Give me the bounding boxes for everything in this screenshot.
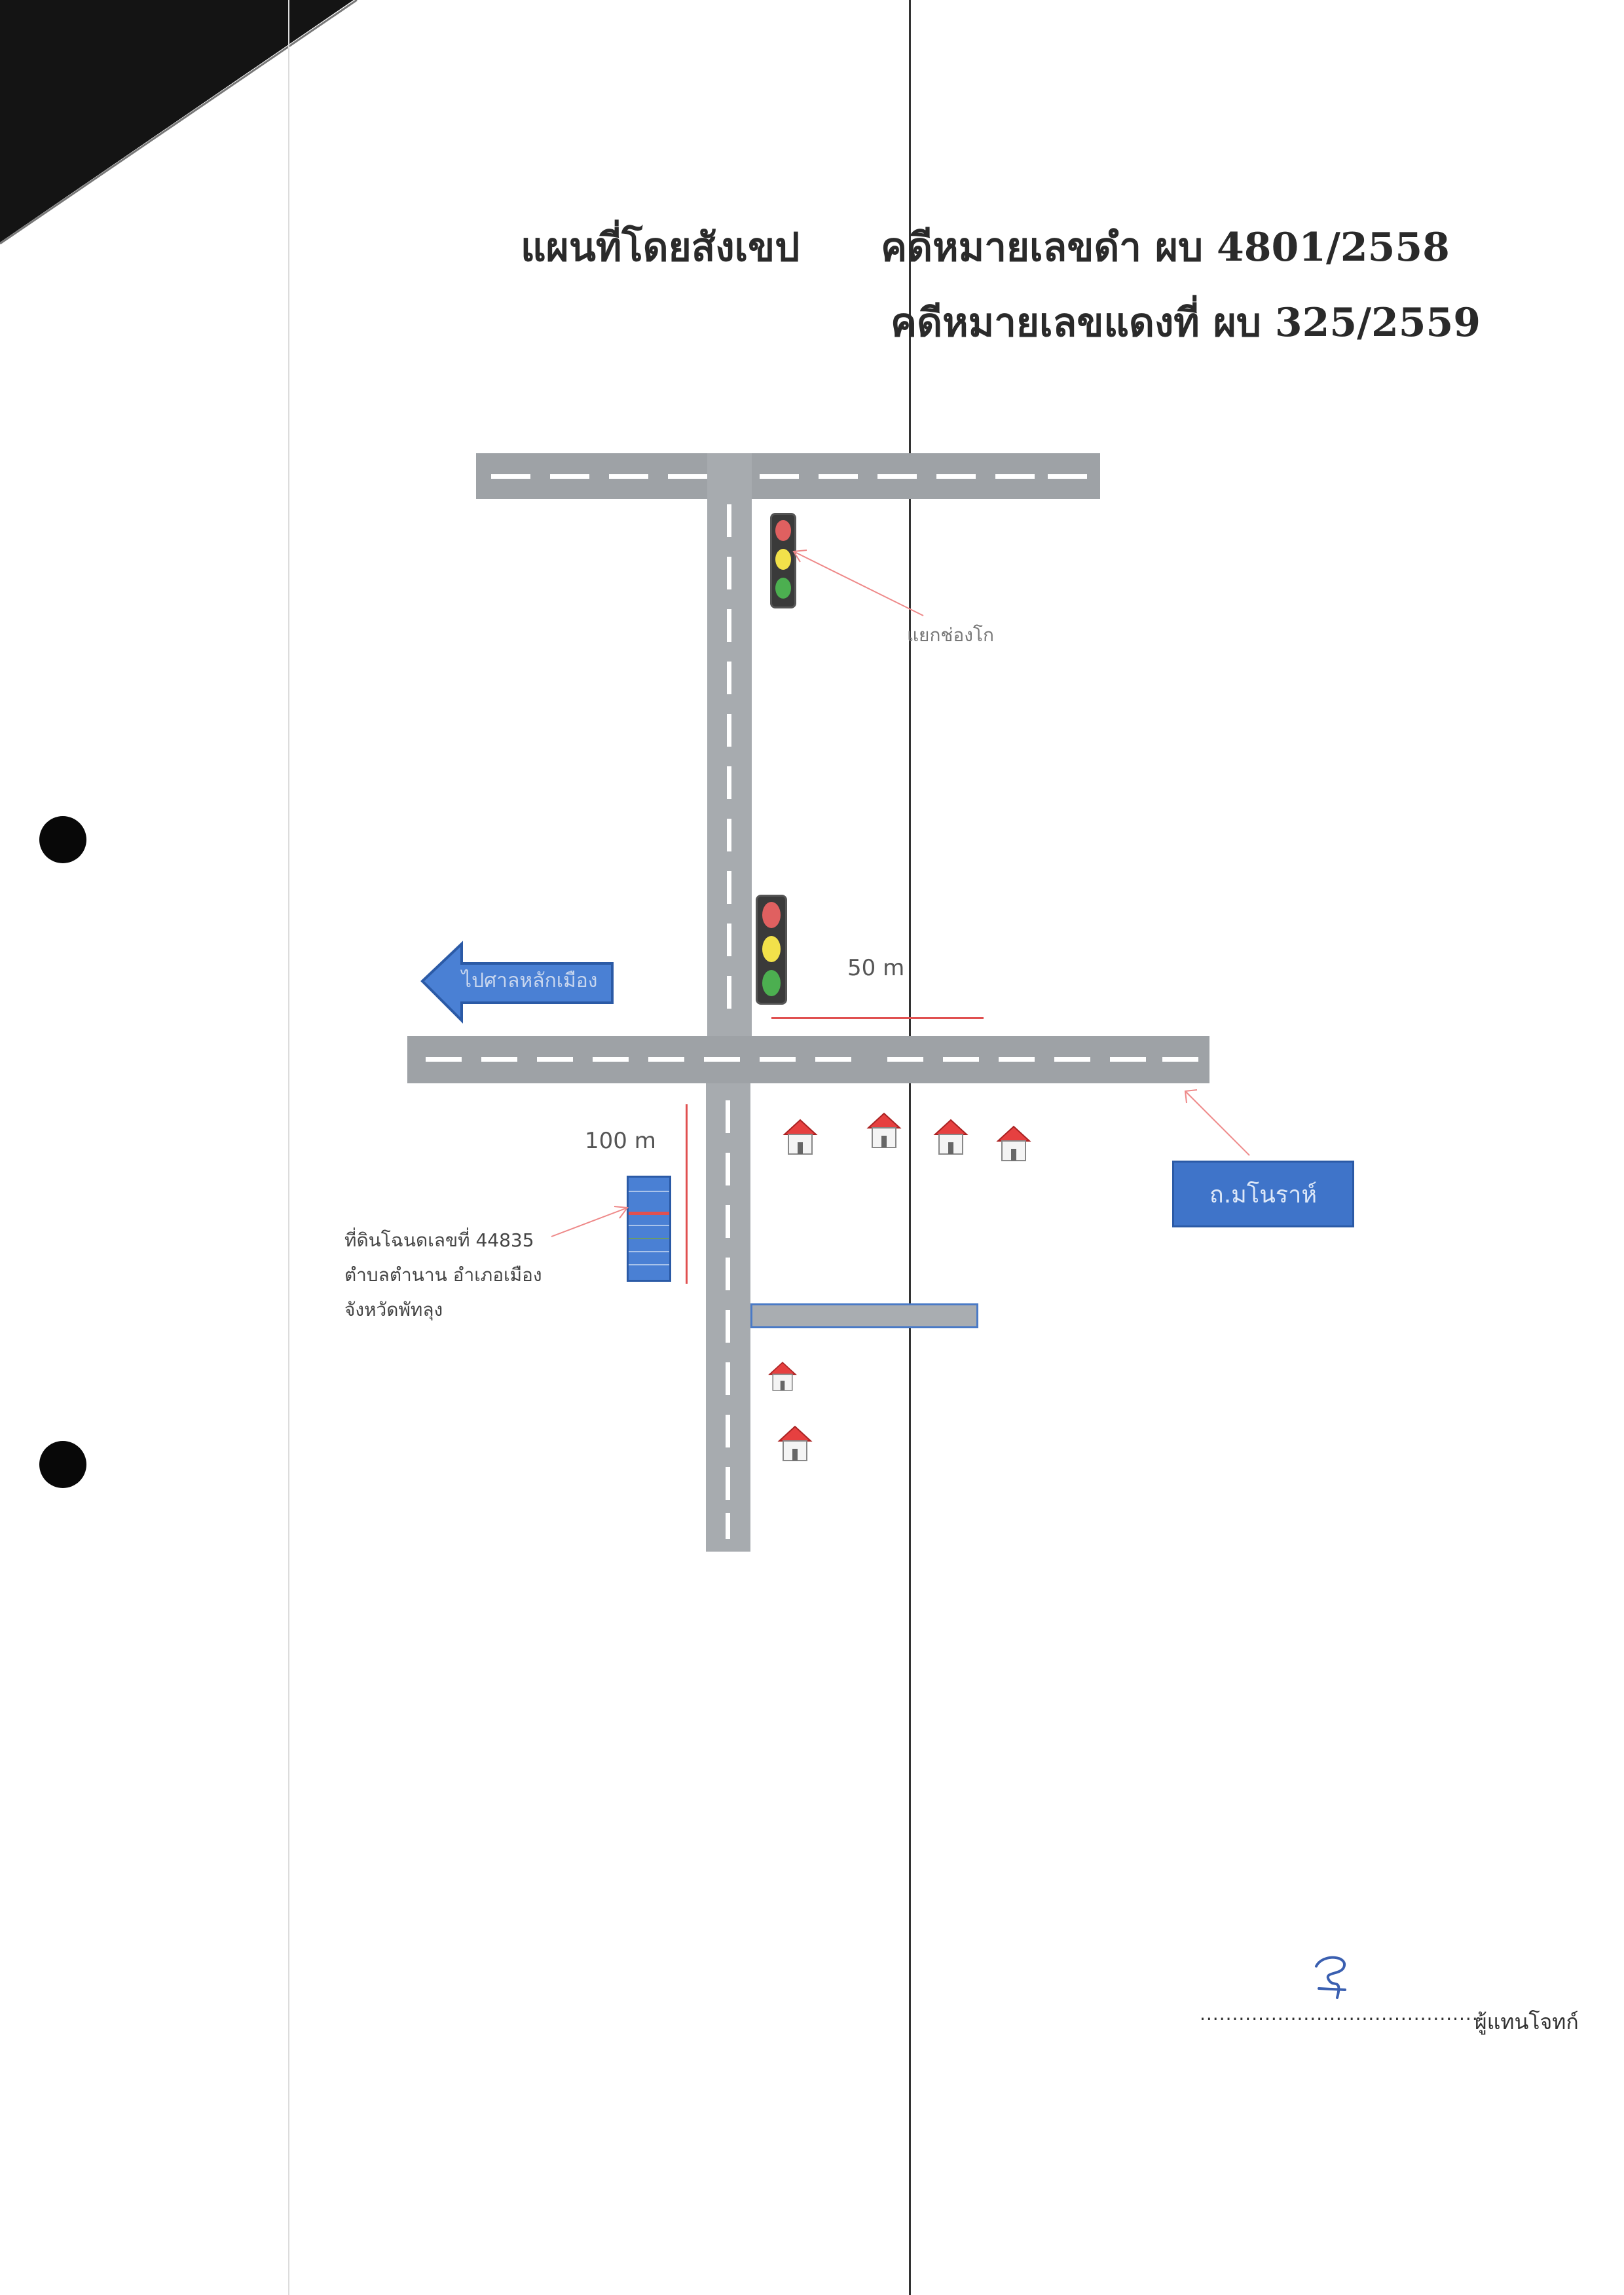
punch-hole-top [39,816,86,863]
signature-dots: ........................................… [1200,2003,1485,2024]
direction-arrow-left [420,941,614,1024]
road-main-markings [426,1057,462,1062]
land-pointer-arrow [551,1206,629,1237]
direction-sign-text: ไปศาลหลักเมือง [462,969,598,992]
scan-line-left [288,0,289,2295]
road-name-text: ถ.มโนราห์ [1209,1181,1318,1208]
fold-line [909,0,911,2295]
road-vertical-lower-markings [726,1100,730,1133]
house-icon [933,1119,969,1155]
road-vertical-upper-markings [727,504,731,537]
junction-pointer-arrow [792,550,924,616]
traffic-light-top [770,513,796,608]
punch-hole-bottom [39,1441,86,1488]
side-road [750,1303,978,1328]
junction-label: แยกช่องโก [907,624,994,646]
house-icon [866,1112,902,1148]
house-icon [996,1125,1031,1161]
distance-100m-line [686,1104,688,1284]
red-case-number: คดีหมายเลขแดงที่ ผบ 325/2559 [891,300,1481,346]
black-case-number: คดีหมายเลขดำ ผบ 4801/2558 [881,225,1450,271]
land-note-line3: จังหวัดพัทลุง [344,1299,443,1320]
land-plot [627,1176,671,1282]
signature-role: ผู้แทนโจทก์ [1475,2009,1579,2034]
road-name-sign: ถ.มโนราห์ [1172,1161,1354,1227]
distance-50m-line [771,1017,984,1019]
traffic-light-junction [756,895,787,1005]
scan-corner-shadow [0,0,358,245]
house-icon [768,1362,797,1391]
land-note-line1: ที่ดินโฉนดเลขที่ 44835 [344,1229,534,1251]
page-title: แผนที่โดยสังเขป [521,225,800,271]
house-icon [783,1119,818,1155]
signature-mark [1315,1956,1346,1999]
house-icon [777,1425,813,1461]
road-sign-pointer [1184,1089,1250,1156]
road-top-markings [491,474,530,479]
distance-100m-label: 100 m [585,1128,656,1154]
distance-50m-label: 50 m [847,955,905,981]
land-note-line2: ตำบลตำนาน อำเภอเมือง [344,1264,542,1286]
